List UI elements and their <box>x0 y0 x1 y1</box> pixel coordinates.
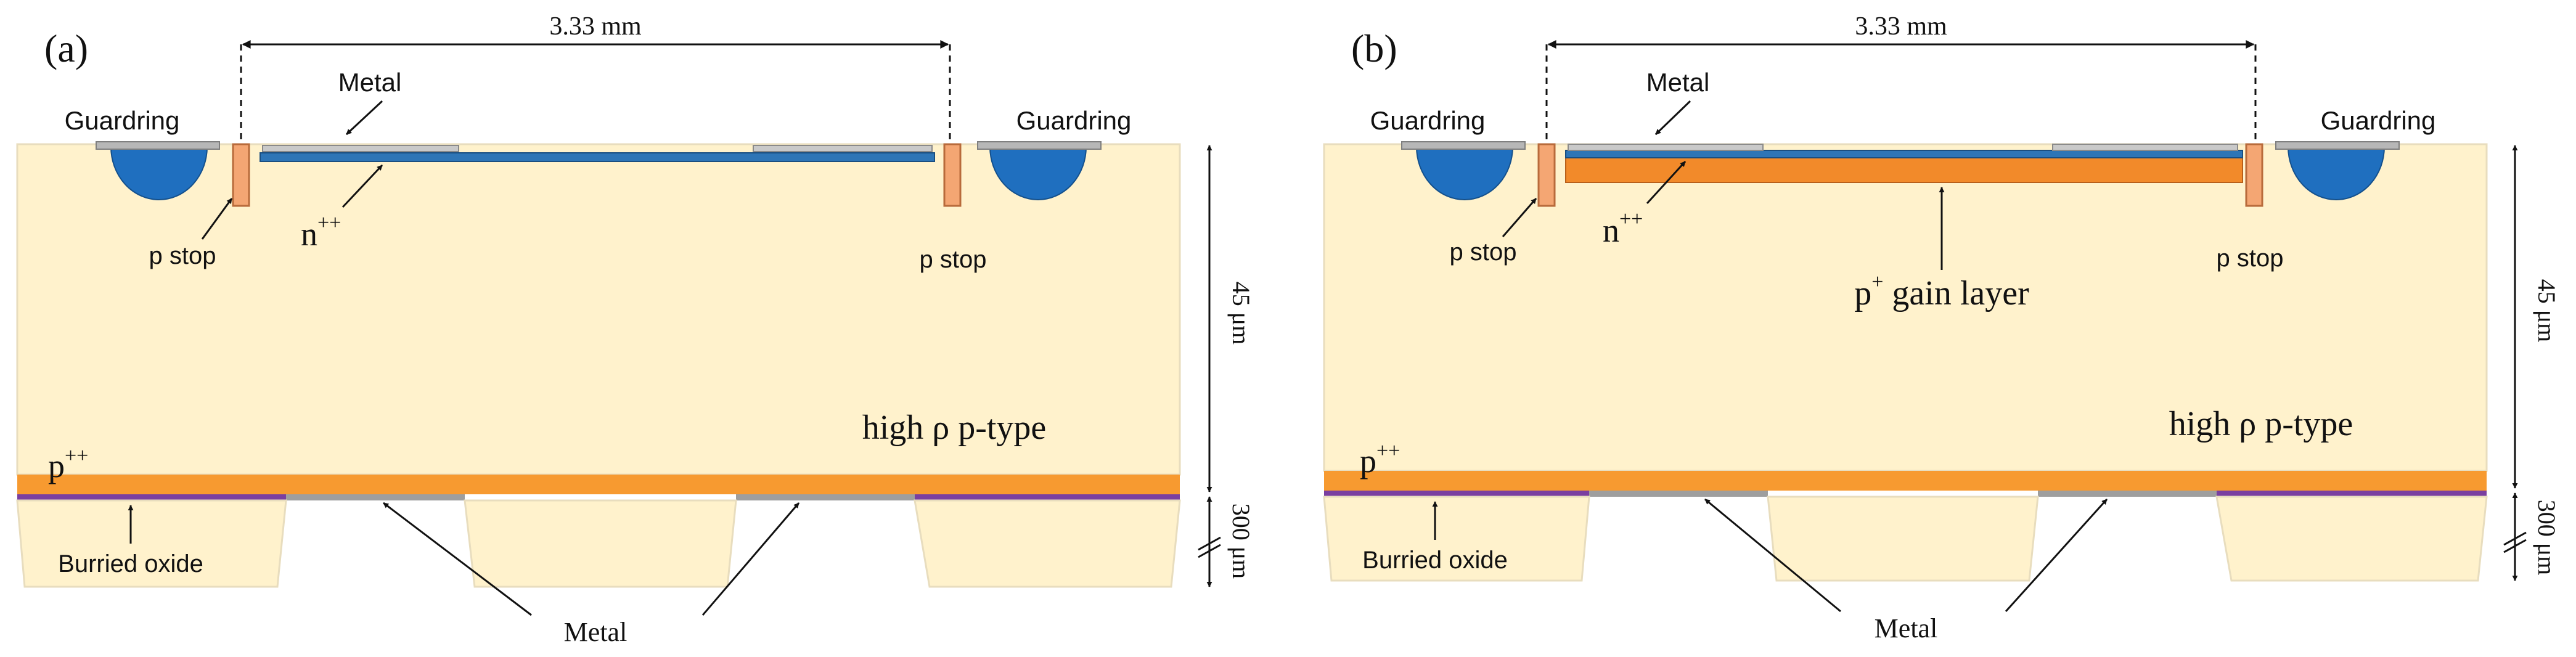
bottom-metal-strip <box>2038 491 2217 497</box>
guardring-implant <box>1415 146 1514 200</box>
gain-layer-label: p+ gain layer <box>1854 271 2029 312</box>
buried-oxide-strip <box>915 494 1180 500</box>
buried-oxide-strip <box>1324 491 1589 497</box>
axis-break-mark <box>2503 539 2527 553</box>
n-plus-plus-label: n++ <box>301 211 341 253</box>
guardring-metal <box>977 141 1102 150</box>
n-plus-plus-layer <box>1565 150 2243 158</box>
guardring-label-right: Guardring <box>2321 106 2436 135</box>
top-metal-pad <box>2052 144 2238 151</box>
bottom-metal-label: Metal <box>1875 613 1938 643</box>
p-stop-implant <box>1537 143 1556 207</box>
n-plus-plus-pointer <box>1646 160 1687 205</box>
bulk-substrate <box>16 143 1181 476</box>
guardring-label-left: Guardring <box>65 106 180 135</box>
guardring-implant <box>2287 146 2386 200</box>
panel-b: (b) 3.33 mm Metal Guardring Guardring p … <box>1323 12 2561 643</box>
p-stop-pointer <box>1502 198 1537 237</box>
handle-wafer-pillar <box>914 499 1181 588</box>
top-metal-pad <box>753 145 933 152</box>
guardring-implant <box>989 146 1087 200</box>
p-stop-implant <box>2245 143 2263 207</box>
p-plus-plus-layer <box>17 475 1180 494</box>
handle-wafer-pillar <box>464 499 737 588</box>
p-plus-plus-layer <box>1324 471 2487 491</box>
p-stop-pointer <box>201 198 233 240</box>
bottom-metal-label: Metal <box>564 617 628 647</box>
n-plus-plus-layer <box>260 152 935 162</box>
p-plus-plus-label: p++ <box>48 444 88 484</box>
handle-wafer-pillar <box>2215 496 2488 582</box>
handle-wafer-pillar <box>1323 496 1590 582</box>
metal-label: Metal <box>1646 68 1710 97</box>
bulk-label: high ρ p-type <box>2169 405 2353 443</box>
guardring-metal <box>2275 141 2400 150</box>
guardring-implant <box>110 146 208 200</box>
bottom-metal-pointer <box>1704 498 1841 613</box>
handle-wafer-pillar <box>16 499 287 588</box>
p-plus-plus-label: p++ <box>1360 439 1400 479</box>
top-metal-pad <box>1568 144 1764 151</box>
metal-pointer <box>1654 100 1691 136</box>
axis-break-mark <box>2503 531 2527 546</box>
thickness-label-300: 300 μm <box>2533 500 2561 576</box>
metal-pointer <box>345 100 383 136</box>
panel-label: (a) <box>44 27 88 70</box>
p-stop-implant <box>232 143 250 207</box>
n-plus-plus-pointer <box>341 164 383 208</box>
p-stop-label-left: p stop <box>1450 239 1517 266</box>
axis-break-mark <box>1198 536 1221 551</box>
bulk-substrate <box>1323 143 2488 472</box>
buried-oxide-strip <box>2217 491 2487 497</box>
p-stop-label-right: p stop <box>2217 245 2284 272</box>
handle-wafer-pillar <box>1767 496 2039 582</box>
panel-label: (b) <box>1351 27 1397 70</box>
p-stop-implant <box>943 143 962 207</box>
bottom-metal-pointer <box>383 502 532 616</box>
thickness-label-300: 300 μm <box>1227 504 1255 579</box>
guardring-label-right: Guardring <box>1016 106 1132 135</box>
buried-oxide-label: Burried oxide <box>58 550 203 577</box>
thickness-label-45: 45 μm <box>2533 279 2561 343</box>
axis-break-mark <box>1198 544 1221 558</box>
guardring-metal <box>96 141 220 150</box>
gain-layer <box>1565 157 2243 183</box>
thickness-label-45: 45 μm <box>1227 282 1255 345</box>
top-metal-pad <box>262 145 459 152</box>
width-dimension-label: 3.33 mm <box>1855 12 1947 41</box>
buried-oxide-label: Burried oxide <box>1362 547 1508 574</box>
bulk-label: high ρ p-type <box>862 409 1047 447</box>
panel-a: (a) 3.33 mm Metal Guardring <box>16 12 1255 647</box>
p-stop-label-left: p stop <box>149 242 216 269</box>
bottom-metal-strip <box>1589 491 1768 497</box>
guardring-label-left: Guardring <box>1370 106 1486 135</box>
p-stop-label-right: p stop <box>920 246 987 273</box>
bottom-metal-strip <box>286 494 465 500</box>
bottom-metal-pointer <box>701 502 800 616</box>
n-plus-plus-label: n++ <box>1603 208 1643 249</box>
bottom-metal-pointer <box>2005 498 2108 613</box>
bottom-metal-strip <box>736 494 915 500</box>
guardring-metal <box>1401 141 1526 150</box>
width-dimension-label: 3.33 mm <box>549 12 642 41</box>
buried-oxide-strip <box>17 494 286 500</box>
metal-label: Metal <box>338 68 402 97</box>
